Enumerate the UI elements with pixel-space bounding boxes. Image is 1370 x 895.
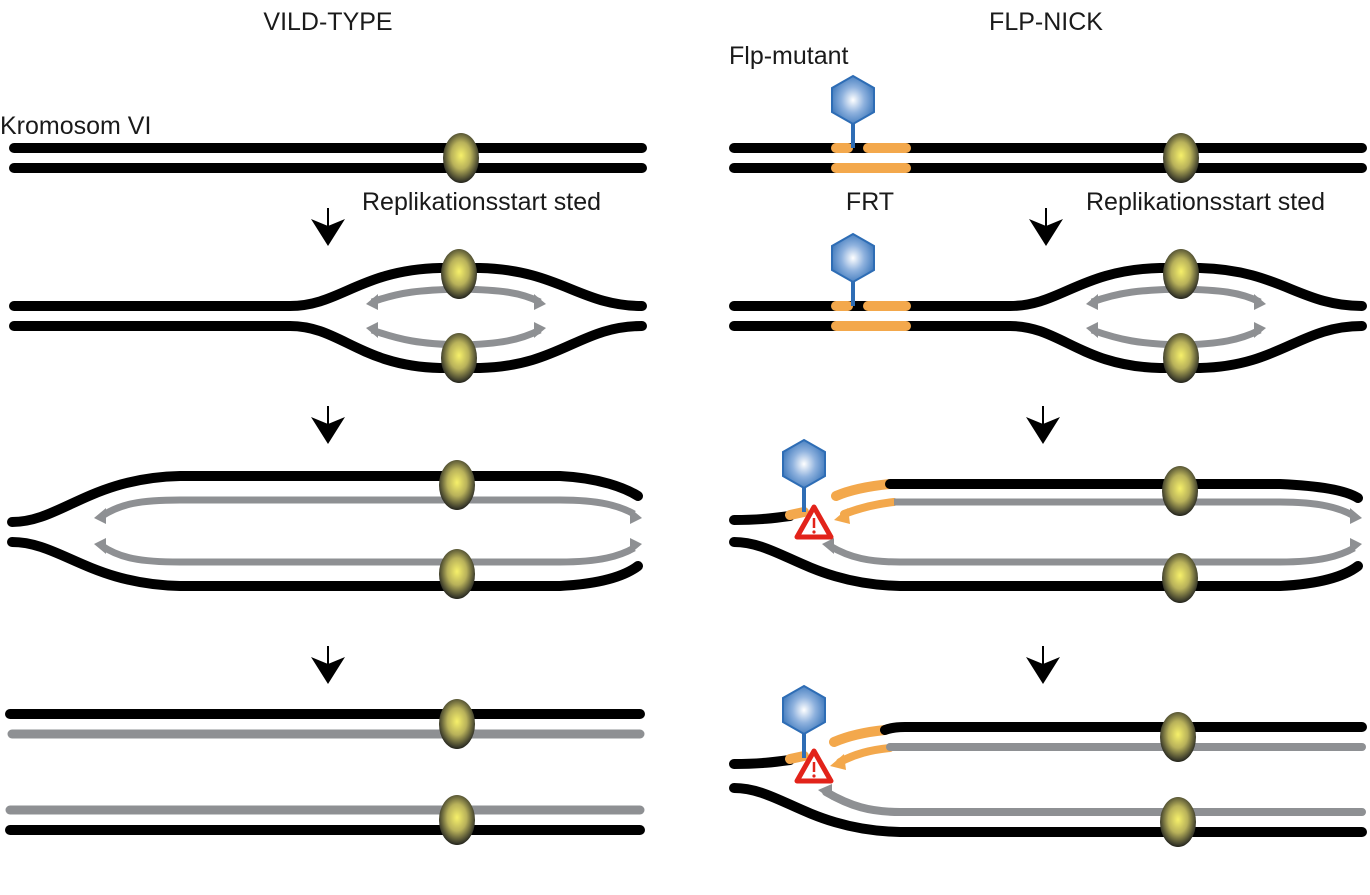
parental-strand <box>7 471 643 527</box>
nascent-strand <box>822 788 1366 816</box>
replication-origin-icon <box>1163 133 1199 183</box>
flp-mutant-label: Flp-mutant <box>729 42 849 70</box>
flp-stage-2-bubble <box>729 232 1367 383</box>
fork-arrowhead <box>366 294 378 310</box>
replication-origin-icon <box>441 333 477 383</box>
wt-stage-1-chromosome <box>9 133 647 183</box>
parental-strand <box>7 537 643 591</box>
parental-strand <box>885 479 1363 503</box>
parental-strand <box>729 537 1363 591</box>
parental-strand <box>729 263 1367 311</box>
replication-origin-icon <box>1163 333 1199 383</box>
fork-arrowhead <box>834 508 850 524</box>
arrow-down-icon <box>1025 405 1061 445</box>
replication-origin-icon <box>439 460 475 510</box>
chromosome-label: Kromosom VI <box>0 112 151 140</box>
fork-arrowhead <box>1350 538 1362 554</box>
parental-strand <box>729 321 1367 373</box>
panel-title-flp-nick: FLP-NICK <box>989 8 1103 36</box>
parental-strand <box>729 783 1367 837</box>
fork-arrowhead <box>534 294 546 310</box>
nascent-strand <box>894 498 1356 520</box>
wt-stage-2-bubble <box>9 249 647 383</box>
flp-nick-panel: Flp-mutant FRT Replikationsstart sted <box>729 42 1367 847</box>
frt-site <box>785 751 809 764</box>
fork-arrowhead <box>366 322 378 338</box>
wild-type-panel: Kromosom VI Replikationsstart sted <box>0 112 647 845</box>
replication-origin-icon <box>1160 712 1196 762</box>
flp-protein-icon <box>781 438 827 514</box>
replication-origin-icon <box>1162 553 1198 603</box>
flp-stage-3-nick-collision <box>729 438 1363 603</box>
fork-arrowhead <box>818 784 832 800</box>
fork-arrowhead <box>94 508 106 524</box>
parental-strand <box>9 263 647 311</box>
arrow-down-icon <box>310 207 346 247</box>
nascent-strand <box>100 496 636 519</box>
replication-origin-icon <box>1162 466 1198 516</box>
arrow-down-icon <box>1028 207 1064 247</box>
wt-stage-3-expanded <box>7 460 643 599</box>
fork-arrowhead <box>1254 294 1266 310</box>
fork-arrowhead <box>830 754 846 770</box>
replication-origin-icon <box>439 795 475 845</box>
parental-strand <box>729 511 795 525</box>
frt-site <box>840 498 898 518</box>
replication-origin-icon <box>441 249 477 299</box>
flp-protein-icon <box>781 684 827 760</box>
panel-title-wild-type: VILD-TYPE <box>263 8 392 36</box>
fork-arrowhead <box>534 322 546 338</box>
arrow-down-icon <box>310 405 346 445</box>
fork-arrowhead <box>1350 508 1362 524</box>
replication-origin-icon <box>439 699 475 749</box>
flp-stage-1-chromosome <box>729 74 1367 183</box>
flp-protein-icon <box>830 232 876 308</box>
flp-protein-icon <box>830 74 876 150</box>
fork-arrowhead <box>630 508 642 524</box>
origin-label: Replikationsstart sted <box>362 188 601 216</box>
arrow-down-icon <box>1025 645 1061 685</box>
parental-strand <box>729 755 795 769</box>
arrow-down-icon <box>310 645 346 685</box>
origin-label: Replikationsstart sted <box>1086 188 1325 216</box>
fork-arrowhead <box>94 538 106 554</box>
fork-arrowhead <box>1086 294 1098 310</box>
replication-origin-icon <box>1163 249 1199 299</box>
nascent-strand <box>100 543 636 566</box>
nascent-strand <box>828 542 1356 566</box>
flp-stage-4-collapsed-fork <box>729 684 1367 847</box>
frt-site <box>836 744 894 766</box>
parental-strand <box>9 321 647 373</box>
frt-site <box>829 725 890 747</box>
fork-arrowhead <box>1086 322 1098 338</box>
wt-stage-4-daughters <box>5 699 645 845</box>
fork-arrowhead <box>630 538 642 554</box>
frt-site <box>831 479 895 501</box>
parental-strand <box>880 722 1367 735</box>
replication-origin-icon <box>443 133 479 183</box>
fork-arrowhead <box>822 538 834 554</box>
frt-label: FRT <box>846 188 894 216</box>
replication-origin-icon <box>1160 797 1196 847</box>
replication-origin-icon <box>439 549 475 599</box>
frt-site <box>785 507 809 520</box>
fork-arrowhead <box>1254 322 1266 338</box>
